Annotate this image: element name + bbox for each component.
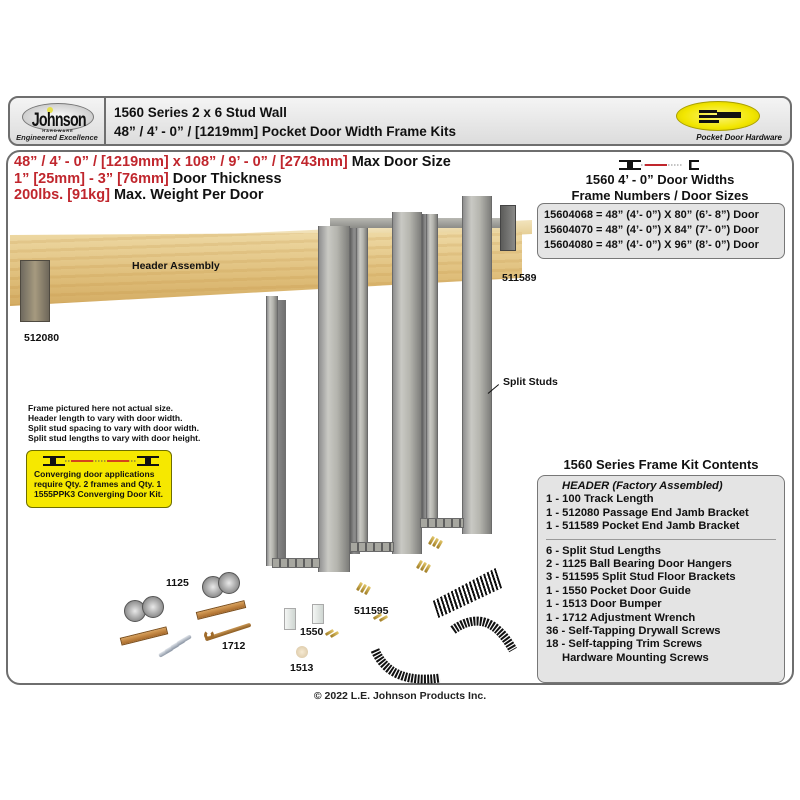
frame-numbers-title-2: Frame Numbers / Door Sizes bbox=[571, 188, 749, 203]
frame-notes: Frame pictured here not actual size. Hea… bbox=[28, 403, 200, 443]
kit-item: 1 - 511589 Pocket End Jamb Bracket bbox=[546, 520, 740, 533]
split-stud bbox=[356, 228, 368, 552]
frame-numbers-title-1: 1560 4’ - 0” Door Widths bbox=[585, 172, 735, 187]
kit-item: 6 - Split Stud Lengths bbox=[546, 544, 661, 557]
kit-header-group-title: HEADER (Factory Assembled) bbox=[562, 480, 723, 492]
split-stud bbox=[462, 196, 492, 534]
header-bar: Johnson HARDWARE Engineered Excellence 1… bbox=[8, 96, 792, 146]
bumper-label: 1513 bbox=[290, 662, 314, 674]
split-studs-label: Split Studs bbox=[503, 376, 558, 388]
note-line: Split stud lengths to vary with door hei… bbox=[28, 433, 201, 443]
split-stud bbox=[426, 214, 438, 526]
note-line: Frame pictured here not actual size. bbox=[28, 403, 174, 413]
page-title: 1560 Series 2 x 6 Stud Wall 48” / 4’ - 0… bbox=[114, 103, 456, 141]
kit-item: 2 - 1125 Ball Bearing Door Hangers bbox=[546, 558, 732, 571]
drywall-screws-coil bbox=[450, 616, 517, 653]
spec-door-thickness: 1” [25mm] - 3” [76mm] Door Thickness bbox=[14, 170, 282, 187]
split-stud bbox=[392, 212, 422, 554]
kit-item: 1 - 100 Track Length bbox=[546, 493, 654, 506]
note-line: Header length to vary with door width. bbox=[28, 413, 183, 423]
door-bumper bbox=[296, 646, 308, 658]
title-line-2: 48” / 4’ - 0” / [1219mm] Pocket Door Wid… bbox=[114, 124, 456, 139]
spec-max-door-size: 48” / 4’ - 0” / [1219mm] x 108” / 9’ - 0… bbox=[14, 154, 451, 170]
converging-door-diagram-icon bbox=[41, 455, 161, 467]
logo-oval: Johnson HARDWARE bbox=[22, 103, 94, 133]
logo-text: Johnson bbox=[31, 110, 87, 131]
kit-item: 1 - 1513 Door Bumper bbox=[546, 598, 662, 611]
split-stud bbox=[318, 226, 350, 572]
split-stud-floor-bracket bbox=[272, 558, 320, 568]
kit-contents-list: HEADER (Factory Assembled) 1 - 100 Track… bbox=[537, 475, 785, 683]
split-stud-back bbox=[350, 228, 360, 554]
passage-bracket-label: 512080 bbox=[24, 332, 60, 344]
split-stud-floor-bracket bbox=[350, 542, 394, 552]
pocket-bracket-label: 511589 bbox=[502, 272, 537, 284]
split-stud-floor-bracket bbox=[420, 518, 464, 528]
logo-dot-icon bbox=[47, 107, 53, 113]
pocket-door-hardware-label: Pocket Door Hardware bbox=[696, 133, 782, 142]
kit-contents-title: 1560 Series Frame Kit Contents bbox=[563, 457, 759, 472]
kit-item-continuation: Hardware Mounting Screws bbox=[562, 651, 709, 664]
kit-item: 1 - 1712 Adjustment Wrench bbox=[546, 611, 696, 624]
logo-subtext: HARDWARE bbox=[42, 128, 74, 133]
kit-item: 18 - Self-tapping Trim Screws bbox=[546, 638, 703, 651]
hanger-label: 1125 bbox=[166, 577, 189, 589]
kit-item: 36 - Self-Tapping Drywall Screws bbox=[546, 625, 721, 638]
converging-note-line: Converging door applications bbox=[34, 469, 155, 479]
spec-lines: 48” / 4’ - 0” / [1219mm] x 108” / 9’ - 0… bbox=[14, 154, 451, 204]
pocket-door-hardware-badge-icon bbox=[676, 101, 760, 131]
kit-item: 3 - 511595 Split Stud Floor Brackets bbox=[546, 571, 736, 584]
header-assembly-label: Header Assembly bbox=[132, 260, 220, 272]
wrench-label: 1712 bbox=[222, 640, 246, 652]
split-stud bbox=[266, 296, 278, 566]
frame-number-row: 15604080 = 48” (4’- 0”) X 96” (8’- 0”) D… bbox=[544, 239, 759, 251]
converging-note-line: require Qty. 2 frames and Qty. 1 bbox=[34, 479, 162, 489]
frame-numbers-heading: 1560 4’ - 0” Door Widths Frame Numbers /… bbox=[540, 158, 780, 204]
converging-note-line: 1555PPK3 Converging Door Kit. bbox=[34, 489, 163, 499]
spec-max-weight: 200lbs. [91kg] Max. Weight Per Door bbox=[14, 187, 264, 203]
title-line-1: 1560 Series 2 x 6 Stud Wall bbox=[114, 105, 287, 120]
note-line: Split stud spacing to vary with door wid… bbox=[28, 423, 199, 433]
logo-tagline: Engineered Excellence bbox=[16, 133, 98, 142]
drywall-screws-coil bbox=[370, 648, 441, 684]
kit-item: 1 - 1550 Pocket Door Guide bbox=[546, 584, 691, 597]
converging-door-note: Converging door applications require Qty… bbox=[26, 450, 172, 508]
johnson-hardware-logo: Johnson HARDWARE Engineered Excellence bbox=[10, 98, 106, 144]
single-door-diagram-icon bbox=[615, 158, 705, 170]
kit-divider bbox=[546, 538, 776, 540]
floor-bracket-label: 511595 bbox=[354, 605, 389, 617]
frame-number-row: 15604068 = 48” (4’- 0”) X 80” (6’- 8”) D… bbox=[544, 209, 759, 221]
kit-item: 1 - 512080 Passage End Jamb Bracket bbox=[546, 506, 749, 519]
frame-number-row: 15604070 = 48” (4’- 0”) X 84” (7’- 0”) D… bbox=[544, 224, 759, 236]
copyright: © 2022 L.E. Johnson Products Inc. bbox=[313, 690, 487, 702]
guide-label: 1550 bbox=[300, 626, 324, 638]
frame-numbers-table: 15604068 = 48” (4’- 0”) X 80” (6’- 8”) D… bbox=[537, 203, 785, 259]
passage-end-jamb-bracket bbox=[20, 260, 50, 322]
pocket-end-jamb-bracket bbox=[500, 205, 516, 251]
